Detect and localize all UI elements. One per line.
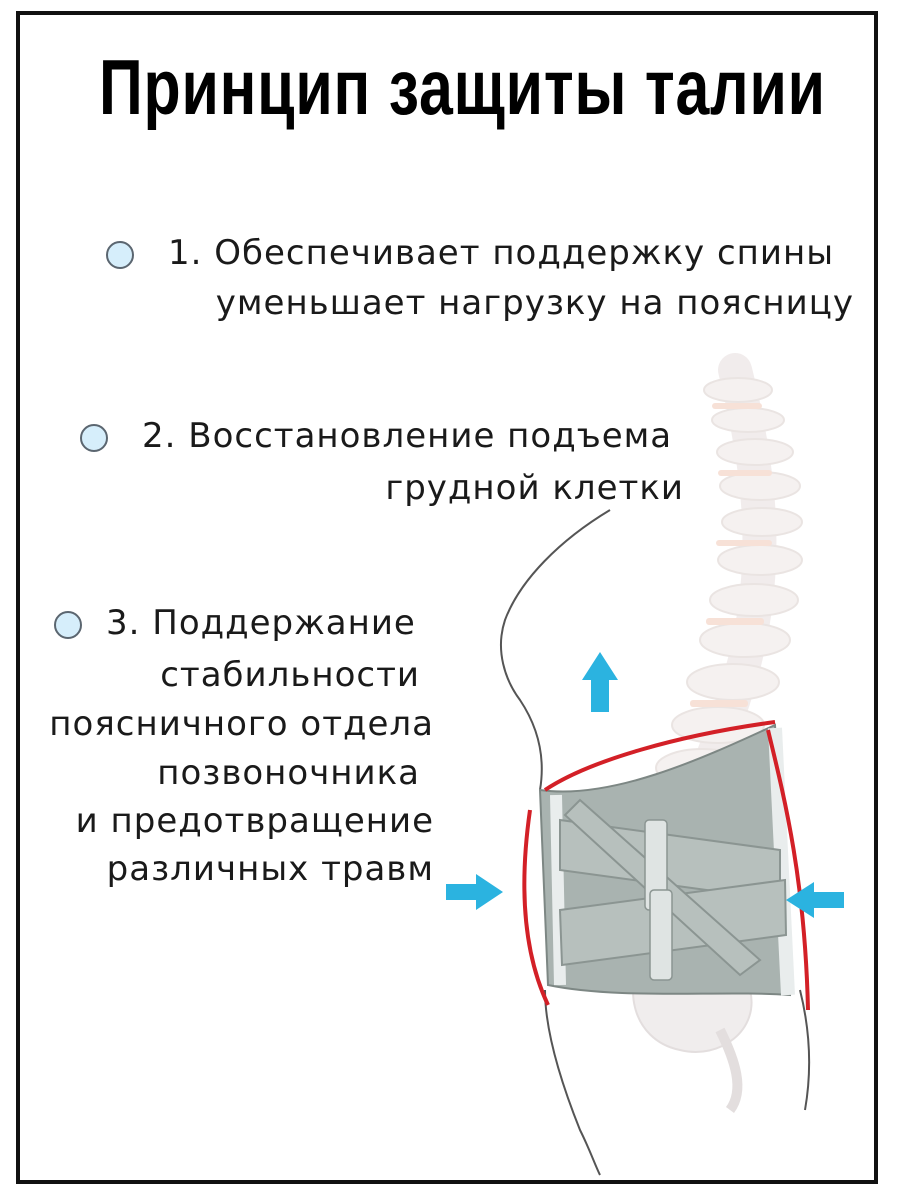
bullet-icon: [54, 611, 82, 639]
body-contour: [499, 509, 811, 1176]
item-3-line-4: позвоночника: [157, 753, 420, 793]
bullet-icon: [80, 424, 108, 452]
item-1-line-1: 1. Обеспечивает поддержку спины: [168, 233, 835, 273]
up-arrow-icon: [582, 652, 618, 712]
item-2-line-2: грудной клетки: [385, 468, 684, 508]
item-3-line-5: и предотвращение: [75, 801, 434, 841]
right-arrow-icon: [446, 874, 503, 910]
bullet-icon: [106, 241, 134, 269]
item-3-line-1: 3. Поддержание: [106, 603, 416, 643]
item-2-line-1: 2. Восстановление подъема: [142, 416, 673, 456]
left-arrow-icon: [786, 882, 844, 918]
item-3-line-2: стабильности: [160, 655, 420, 695]
spine-illustration: [655, 353, 803, 887]
item-3-line-3: поясничного отдела: [49, 704, 434, 744]
item-1-line-2: уменьшает нагрузку на поясницу: [215, 283, 854, 323]
waist-belt: [522, 720, 810, 1011]
page-title: Принцип защиты талии: [99, 43, 826, 131]
item-3-line-6: различных травм: [106, 849, 434, 889]
